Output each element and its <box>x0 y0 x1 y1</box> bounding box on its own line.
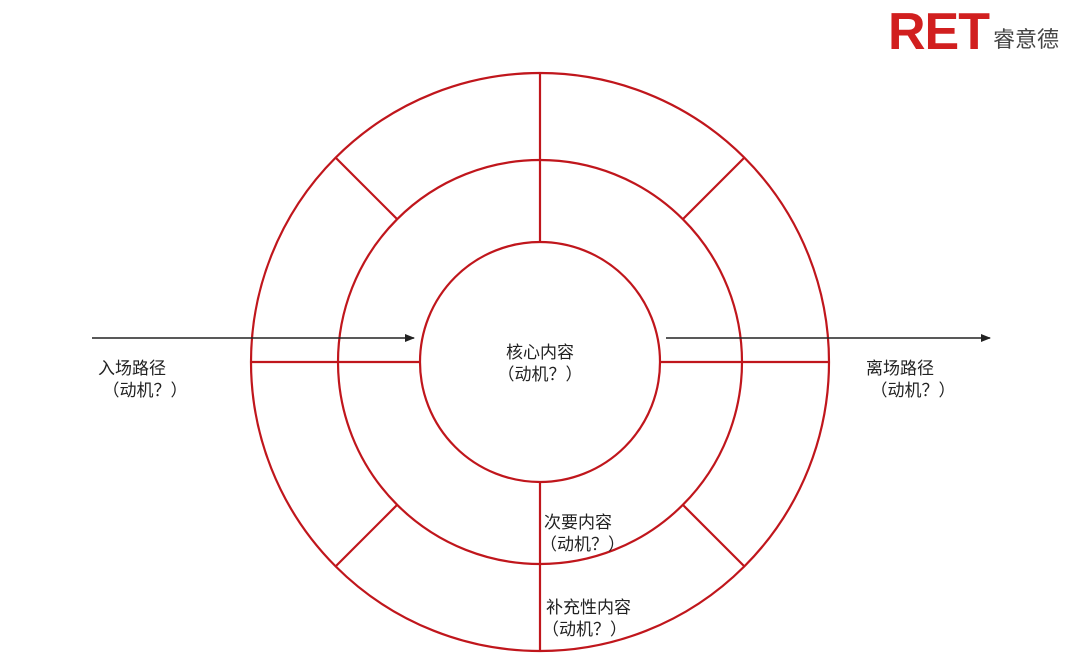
outer-divider-bottom-right <box>682 504 745 567</box>
secondary-content-title: 次要内容 <box>544 513 612 533</box>
core-content-motive: （动机？） <box>497 365 583 385</box>
core-content-title: 核心内容 <box>506 343 574 363</box>
supplementary-content-title: 补充性内容 <box>546 598 631 618</box>
outer-divider-bottom-left <box>335 504 398 567</box>
core-content-label: 核心内容 （动机？） <box>480 342 600 386</box>
entry-path-motive: （动机？） <box>102 381 188 401</box>
secondary-content-label: 次要内容 （动机？） <box>540 512 625 556</box>
outer-divider-top-right <box>682 157 745 220</box>
secondary-content-motive: （动机？） <box>540 535 625 555</box>
outer-divider-top-left <box>335 157 398 220</box>
exit-path-motive: （动机？） <box>870 381 956 401</box>
brand-logo-chinese-name: 睿意德 <box>993 28 1060 53</box>
brand-logo-mark: RET <box>888 3 990 61</box>
exit-path-label: 离场路径 （动机？） <box>858 358 968 402</box>
exit-path-title: 离场路径 <box>866 359 934 379</box>
supplementary-content-label: 补充性内容 （动机？） <box>542 597 631 641</box>
entry-path-title: 入场路径 <box>98 359 166 379</box>
entry-path-label: 入场路径 （动机？） <box>90 358 200 402</box>
supplementary-content-motive: （动机？） <box>542 620 627 640</box>
brand-logo: RET 睿意德 <box>888 6 1059 58</box>
